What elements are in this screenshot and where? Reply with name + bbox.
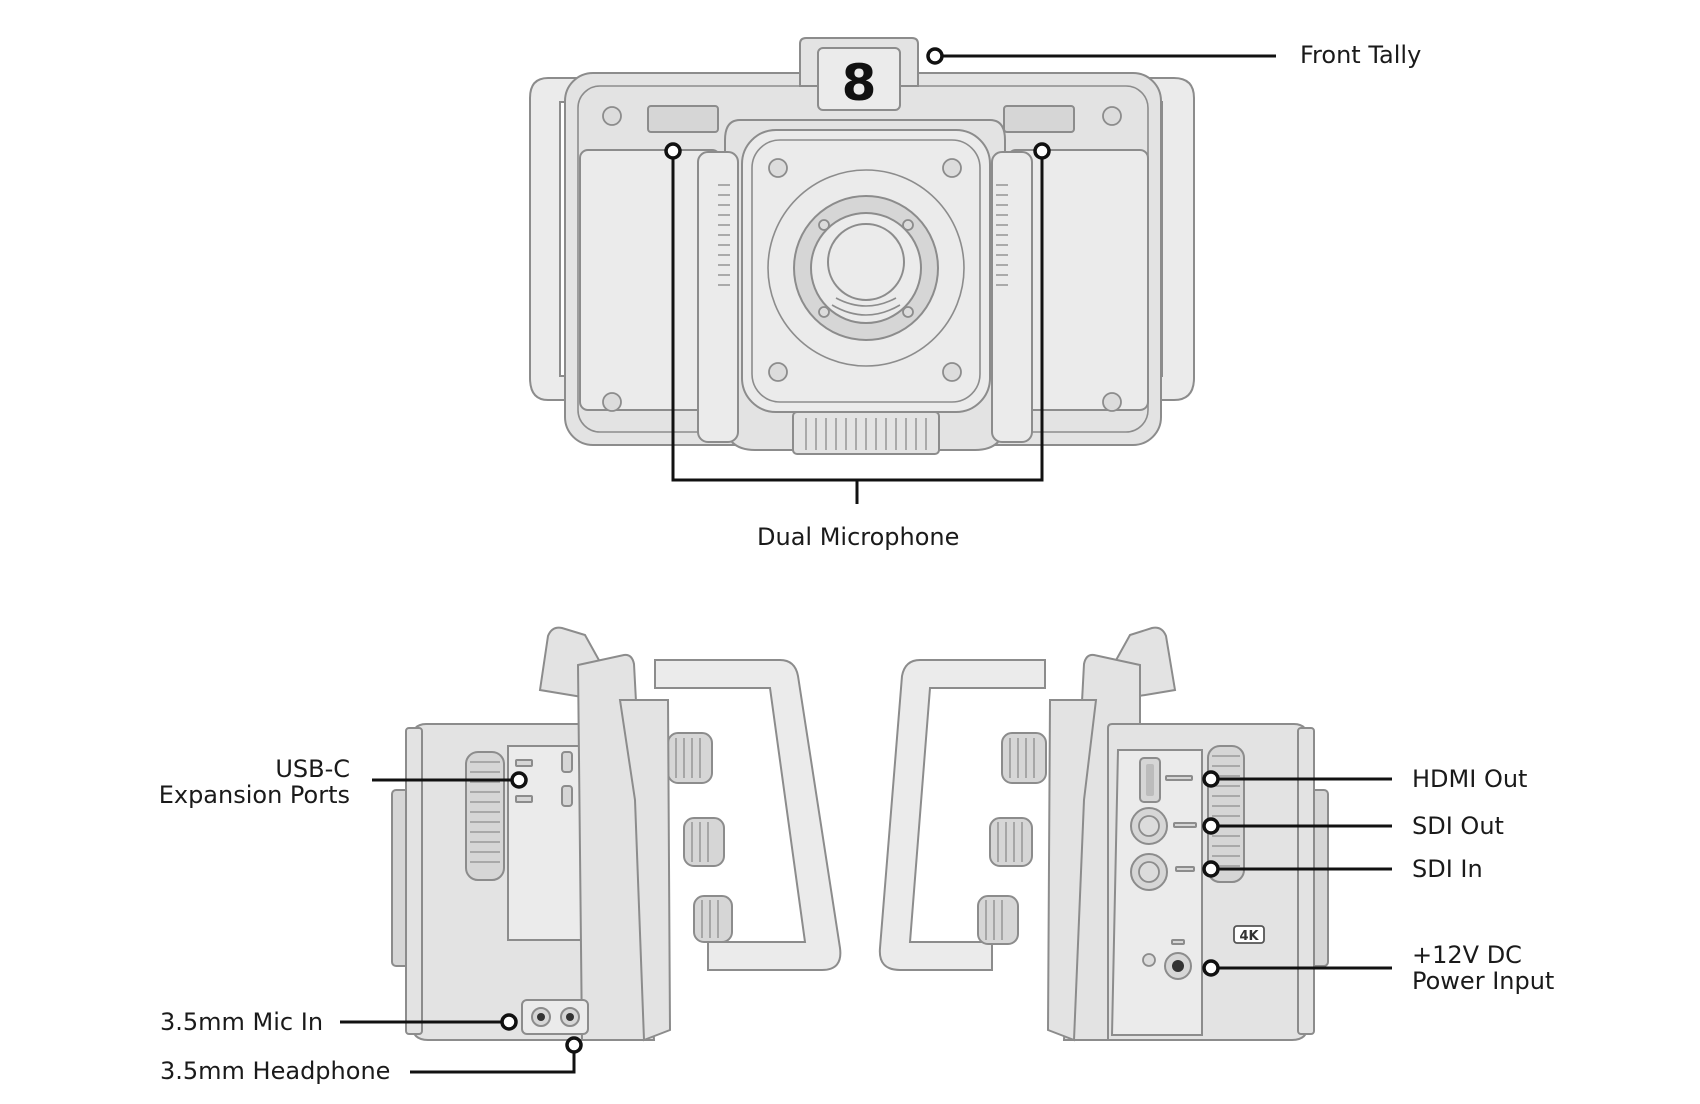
usb-c-label-line1: USB-C	[275, 755, 350, 783]
sdi-out-label: SDI Out	[1412, 812, 1504, 840]
power-input-label-line1: +12V DC	[1412, 941, 1522, 969]
usb-c-label-line2: Expansion Ports	[158, 781, 350, 809]
4k-badge-text: 4K	[1239, 929, 1259, 944]
power-input-callout-dot	[1202, 959, 1220, 977]
right-mic-grille	[1003, 105, 1075, 133]
sdi-in-label: SDI In	[1412, 855, 1483, 883]
front-view: 8	[529, 37, 1195, 455]
sdi-out-callout-dot	[1202, 817, 1220, 835]
sdi-in-callout-dot	[1202, 860, 1220, 878]
tally-number: 8	[842, 54, 877, 112]
usb-c-expansion-ports-label: USB-C Expansion Ports	[120, 756, 350, 808]
headphone-label: 3.5mm Headphone	[160, 1057, 391, 1085]
right-mic-callout-dot	[1033, 142, 1051, 160]
headphone-leader	[410, 1052, 576, 1074]
left-view-handle	[654, 659, 842, 971]
4k-badge	[1233, 925, 1265, 944]
right-view-handle	[878, 659, 1046, 971]
callout-leaders	[340, 47, 1392, 1074]
headphone-callout-dot	[565, 1036, 583, 1054]
left-mic-callout-dot	[664, 142, 682, 160]
left-side-view	[391, 626, 842, 1042]
usb-c-port-1	[561, 751, 573, 773]
mic-in-label: 3.5mm Mic In	[160, 1008, 324, 1036]
mic-in-callout-dot	[500, 1013, 518, 1031]
left-bezel-ridges	[718, 184, 730, 286]
right-view-knobs	[977, 732, 1047, 945]
front-tally-label: Front Tally	[1300, 41, 1422, 69]
front-tally-callout-dot	[926, 47, 944, 65]
hdmi-out-callout-dot	[1202, 770, 1220, 788]
left-mic-grille	[647, 105, 719, 133]
usb-c-port-2	[561, 785, 573, 807]
right-bezel-ridges	[996, 184, 1008, 286]
power-input-label-line2: Power Input	[1412, 967, 1555, 995]
left-view-grip	[465, 751, 505, 881]
hdmi-out-label: HDMI Out	[1412, 765, 1528, 793]
usb-c-callout-dot	[510, 771, 528, 789]
power-input-label: +12V DC Power Input	[1412, 942, 1554, 994]
right-side-view: 4K	[878, 626, 1329, 1042]
sensor-opening	[827, 223, 905, 301]
left-view-knobs	[667, 732, 733, 943]
dual-microphone-label: Dual Microphone	[757, 523, 960, 551]
